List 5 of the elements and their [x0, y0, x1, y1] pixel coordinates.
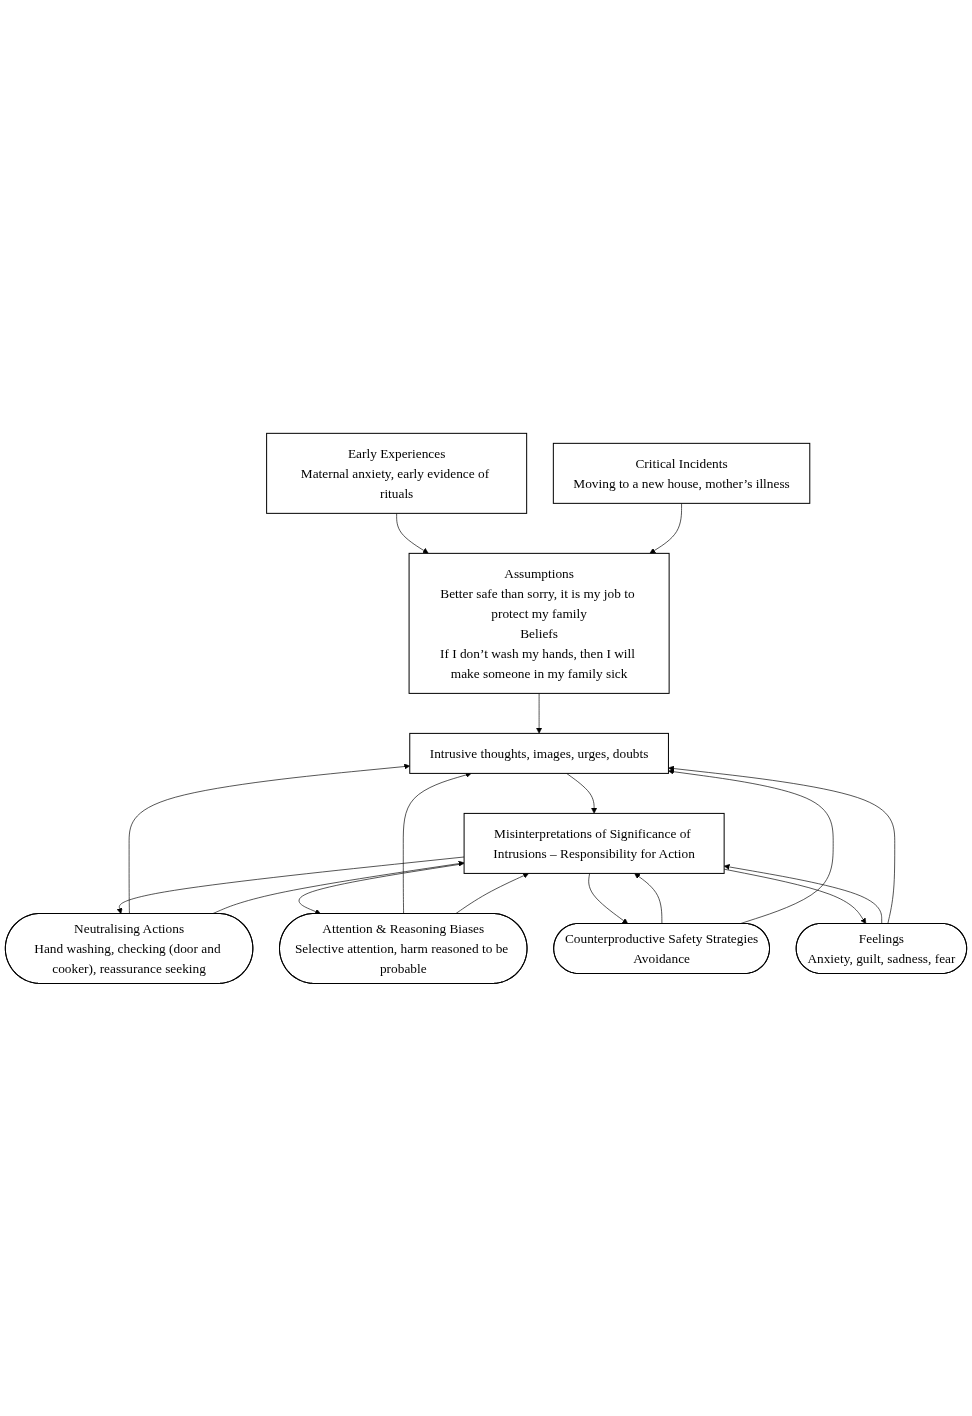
node-box: Critical Incidents Moving to a new house, mother’s illness [552, 442, 811, 504]
node-box: Early Experiences Maternal anxiety, early evidence of rituals [266, 432, 528, 514]
node-box: Misinterpretations of Significance of Intrusions – Responsibility for Action [463, 812, 725, 874]
node-box: Assumptions Better safe than sorry, it is my job to protect my family Beliefs If I don’t wash my hands, then I will make someone in my family sick [408, 552, 670, 694]
node-box: Intrusive thoughts, images, urges, doubts [409, 732, 669, 774]
